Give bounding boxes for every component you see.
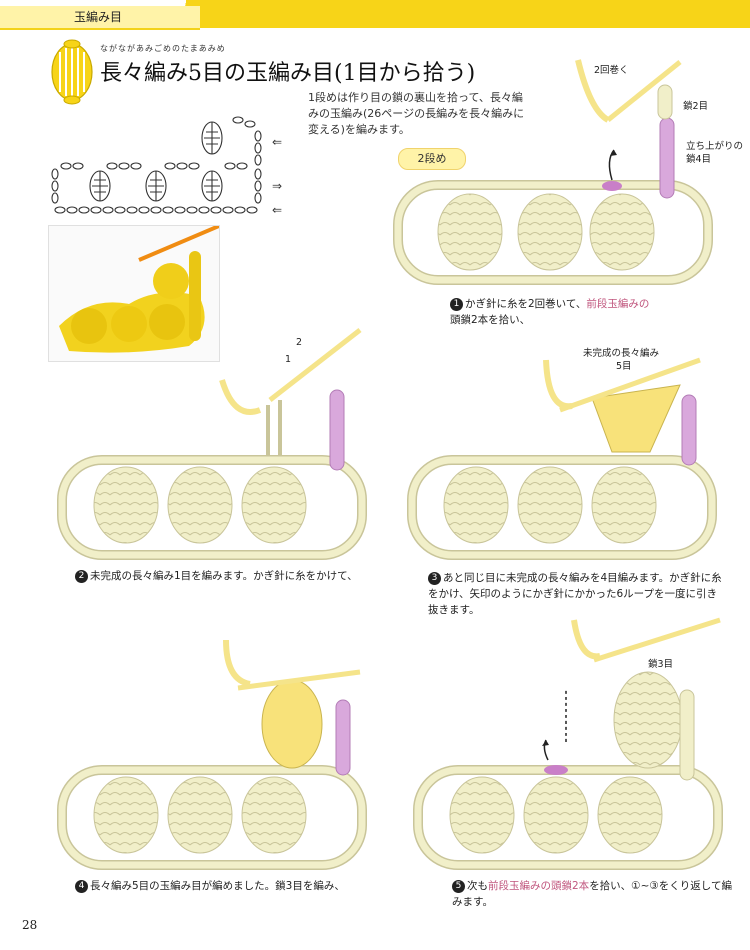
step-number: 2 [75, 570, 88, 583]
section-title: 玉編み目 [74, 10, 123, 24]
page-number: 28 [22, 918, 38, 932]
bobble-symbol [201, 121, 223, 155]
step-number: 5 [452, 880, 465, 893]
direction-arrow-left: ⇐ [272, 135, 282, 149]
label-five: 5目 [616, 361, 632, 372]
photo-illustration [49, 226, 219, 361]
section-tab: 玉編み目 [0, 6, 200, 30]
direction-arrow-right: ⇒ [272, 179, 282, 193]
step5-illustration [413, 617, 723, 870]
step3-illustration [407, 357, 717, 560]
direction-arrow-left: ⇐ [272, 203, 282, 217]
step1-illustration [393, 59, 713, 285]
label-two-wraps: 2回巻く [594, 65, 629, 76]
label-arrow-2: 2 [296, 337, 303, 348]
step-number: 3 [428, 572, 441, 585]
header-stripe [170, 0, 750, 28]
foundation-chain [54, 206, 258, 214]
label-arrow-1: 1 [285, 354, 292, 365]
row-badge: 2段め [398, 148, 466, 170]
intro-text: 1段めは作り目の鎖の裏山を拾って、長々編みの玉編み(26ページの長編みを長々編み… [308, 91, 525, 136]
bobble-symbol [201, 170, 223, 202]
bobble-stitch-icon [51, 39, 93, 105]
step2-illustration [57, 328, 367, 560]
bobble-symbol [145, 170, 167, 202]
label-chain2: 鎖2目 [683, 101, 709, 112]
bobble-symbol [89, 170, 111, 202]
label-turning-chain: 立ち上がりの鎖4目 [686, 141, 744, 165]
step4-illustration [57, 639, 367, 870]
title-reading: ながながあみごめのたまあみめ [100, 44, 226, 53]
page-title: 長々編み5目の玉編み目(1目から拾う) [100, 61, 476, 86]
label-unfinished: 未完成の長々編み [583, 348, 660, 359]
label-chain3: 鎖3目 [648, 659, 674, 670]
sample-photo [48, 225, 220, 362]
step-number: 4 [75, 880, 88, 893]
step-number: 1 [450, 298, 463, 311]
